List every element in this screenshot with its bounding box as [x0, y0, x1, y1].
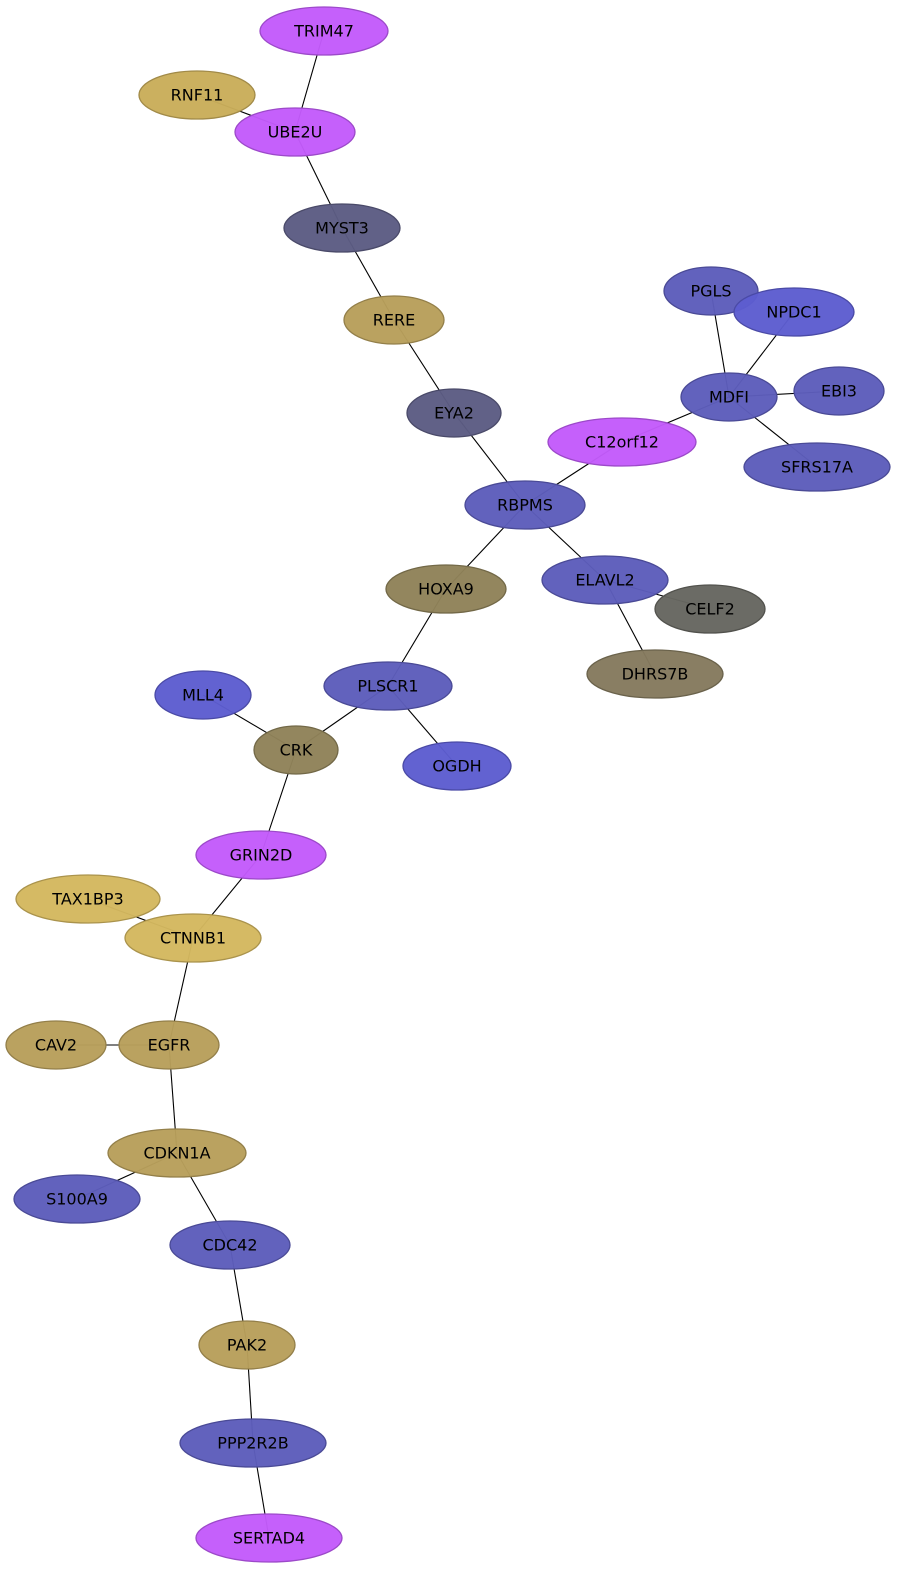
node-label: CTNNB1 [160, 929, 226, 948]
node-label: CDKN1A [143, 1144, 210, 1163]
node-ellipse [680, 372, 778, 422]
node-ellipse [234, 107, 356, 157]
node-ellipse [586, 649, 724, 699]
node-label: PAK2 [227, 1336, 267, 1355]
node-cdkn1a[interactable]: CDKN1A [107, 1128, 247, 1178]
node-sfrs17a[interactable]: SFRS17A [743, 442, 891, 492]
node-ellipse [402, 741, 512, 791]
node-label: EGFR [148, 1036, 191, 1055]
node-label: MYST3 [315, 219, 369, 238]
node-hoxa9[interactable]: HOXA9 [385, 564, 507, 614]
node-ellipse [253, 725, 339, 775]
node-ellipse [663, 266, 759, 316]
node-ellipse [541, 555, 669, 605]
node-cav2[interactable]: CAV2 [5, 1020, 107, 1070]
node-ellipse [118, 1020, 220, 1070]
node-label: SFRS17A [781, 458, 853, 477]
node-mdfi[interactable]: MDFI [680, 372, 778, 422]
node-label: CDC42 [202, 1236, 257, 1255]
node-label: CRK [280, 741, 313, 760]
node-ellipse [743, 442, 891, 492]
node-label: MLL4 [182, 686, 224, 705]
node-ellipse [154, 670, 252, 720]
node-label: SERTAD4 [233, 1529, 305, 1548]
node-ellipse [654, 584, 766, 634]
node-ellipse [323, 661, 453, 711]
node-ellipse [547, 417, 697, 467]
node-tax1bp3[interactable]: TAX1BP3 [15, 874, 161, 924]
node-label: RBPMS [497, 496, 553, 515]
node-trim47[interactable]: TRIM47 [259, 6, 389, 56]
node-dhrs7b[interactable]: DHRS7B [586, 649, 724, 699]
node-label: PGLS [690, 282, 731, 301]
node-myst3[interactable]: MYST3 [283, 203, 401, 253]
node-crk[interactable]: CRK [253, 725, 339, 775]
node-ellipse [259, 6, 389, 56]
node-ellipse [793, 366, 885, 416]
node-label: PLSCR1 [357, 677, 418, 696]
node-ellipse [385, 564, 507, 614]
node-ellipse [464, 480, 586, 530]
node-ellipse [138, 70, 256, 120]
node-ellipse [195, 830, 327, 880]
node-mll4[interactable]: MLL4 [154, 670, 252, 720]
node-egfr[interactable]: EGFR [118, 1020, 220, 1070]
node-ellipse [195, 1513, 343, 1563]
node-ellipse [124, 913, 262, 963]
node-label: EBI3 [821, 382, 857, 401]
node-ellipse [406, 388, 502, 438]
node-rnf11[interactable]: RNF11 [138, 70, 256, 120]
node-label: ELAVL2 [575, 571, 634, 590]
node-label: RNF11 [171, 86, 224, 105]
node-label: NPDC1 [766, 303, 821, 322]
node-label: GRIN2D [230, 846, 293, 865]
node-label: C12orf12 [585, 433, 659, 452]
node-label: CAV2 [35, 1036, 77, 1055]
node-plscr1[interactable]: PLSCR1 [323, 661, 453, 711]
node-elavl2[interactable]: ELAVL2 [541, 555, 669, 605]
node-label: TRIM47 [293, 22, 354, 41]
node-label: S100A9 [46, 1190, 108, 1209]
node-label: MDFI [709, 388, 749, 407]
node-label: TAX1BP3 [51, 890, 123, 909]
node-label: HOXA9 [418, 580, 474, 599]
node-label: CELF2 [685, 600, 735, 619]
node-ppp2r2b[interactable]: PPP2R2B [179, 1418, 327, 1468]
node-label: DHRS7B [622, 665, 689, 684]
node-ellipse [198, 1320, 296, 1370]
node-rbpms[interactable]: RBPMS [464, 480, 586, 530]
node-ogdh[interactable]: OGDH [402, 741, 512, 791]
node-label: EYA2 [434, 404, 474, 423]
node-ellipse [343, 295, 445, 345]
node-ellipse [13, 1174, 141, 1224]
node-ube2u[interactable]: UBE2U [234, 107, 356, 157]
node-label: RERE [373, 311, 415, 330]
node-ellipse [169, 1220, 291, 1270]
node-npdc1[interactable]: NPDC1 [733, 287, 855, 337]
node-ebi3[interactable]: EBI3 [793, 366, 885, 416]
node-s100a9[interactable]: S100A9 [13, 1174, 141, 1224]
node-pak2[interactable]: PAK2 [198, 1320, 296, 1370]
node-pgls[interactable]: PGLS [663, 266, 759, 316]
node-c12orf12[interactable]: C12orf12 [547, 417, 697, 467]
node-label: UBE2U [268, 123, 323, 142]
node-sertad4[interactable]: SERTAD4 [195, 1513, 343, 1563]
node-label: PPP2R2B [217, 1434, 288, 1453]
node-grin2d[interactable]: GRIN2D [195, 830, 327, 880]
node-cdc42[interactable]: CDC42 [169, 1220, 291, 1270]
node-celf2[interactable]: CELF2 [654, 584, 766, 634]
node-ellipse [107, 1128, 247, 1178]
node-label: OGDH [432, 757, 481, 776]
node-ellipse [733, 287, 855, 337]
node-ellipse [283, 203, 401, 253]
node-ellipse [179, 1418, 327, 1468]
node-ellipse [5, 1020, 107, 1070]
node-eya2[interactable]: EYA2 [406, 388, 502, 438]
node-ctnnb1[interactable]: CTNNB1 [124, 913, 262, 963]
node-ellipse [15, 874, 161, 924]
node-rere[interactable]: RERE [343, 295, 445, 345]
